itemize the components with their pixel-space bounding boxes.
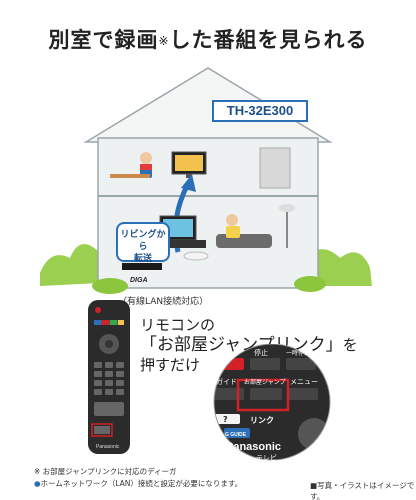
zoom-menu-label: メニュー	[290, 378, 318, 386]
zoom-stop-label: 停止	[254, 348, 268, 357]
photo-note: ■写真・イラストはイメージです。	[310, 481, 415, 500]
man-head	[226, 214, 238, 226]
red-btn	[102, 320, 109, 325]
jump-link-highlight	[91, 423, 113, 437]
headline-line3: 押すだけ	[140, 356, 201, 374]
footnote-2: ●ホームネットワーク（LAN）接続と設定が必要になります。	[34, 478, 242, 490]
footnote-1-mark: ※	[34, 467, 41, 476]
transfer-arrow-head	[181, 174, 196, 192]
house-illustration: DIGA	[40, 67, 372, 294]
yellow-btn	[118, 320, 124, 325]
shelf	[259, 147, 291, 189]
zoom-pause-label: 一時停止	[286, 349, 310, 357]
remote-zoom: 録画 停止 一時停止 ガイド お部屋ジャンプ メニュー ? リンク G GUID…	[213, 344, 331, 462]
transfer-bubble-line2: 転送	[133, 254, 152, 264]
zoom-link-highlight	[236, 378, 290, 412]
footnote-1-text: お部屋ジャンプリンクに対応のディーガ	[40, 467, 177, 476]
zoom-gguide-btn	[224, 428, 250, 438]
recorder-brand: DIGA	[130, 277, 148, 284]
zoom-pause-btn	[286, 358, 316, 370]
child-head	[140, 152, 152, 164]
zoom-jump-label: お部屋ジャンプ	[244, 378, 286, 386]
round-table	[183, 251, 209, 261]
title-mark: ※	[158, 34, 170, 48]
lower-tv-screen	[163, 219, 193, 237]
lower-tv-cabinet	[150, 240, 206, 248]
lamp-shade	[279, 204, 295, 212]
page-title: 別室で録画※した番組を見られる	[0, 24, 416, 54]
dpad-center	[105, 340, 113, 348]
title-before: 別室で録画	[48, 28, 159, 52]
zoom-stop-btn	[250, 358, 280, 370]
footnote-1: ※ お部屋ジャンプリンクに対応のディーガ	[34, 466, 242, 478]
grass-left	[40, 244, 100, 286]
transfer-bubble: リビングから 転送	[116, 222, 170, 264]
upper-tv-stand	[186, 174, 192, 178]
child-shirt	[140, 164, 152, 170]
bush-right	[294, 276, 326, 292]
zoom-rec-btn	[214, 358, 244, 370]
upper-table	[110, 174, 150, 178]
title-after: した番組を見られる	[169, 28, 368, 52]
footnote-2-mark: ●	[34, 479, 41, 488]
power-button	[95, 307, 101, 313]
zoom-border	[213, 344, 331, 461]
green-btn	[110, 320, 117, 325]
zoom-rec-label: 録画	[218, 348, 232, 357]
zoom-product-label: テレビ	[256, 453, 277, 462]
number-keys	[94, 362, 124, 416]
blue-btn	[94, 320, 101, 325]
zoom-brand-label: Panasonic	[226, 441, 281, 453]
zoom-guide-btn	[214, 388, 244, 400]
model-label: TH-32E300	[212, 100, 308, 122]
footnotes: ※ お部屋ジャンプリンクに対応のディーガ ●ホームネットワーク（LAN）接続と設…	[34, 466, 242, 490]
transfer-bubble-line1: リビングから	[120, 230, 166, 252]
zoom-help-btn	[214, 414, 240, 424]
zoom-dpad	[298, 418, 330, 450]
recorder	[122, 263, 162, 270]
headline-line2-small: を	[342, 336, 358, 354]
upper-tv-screen	[175, 155, 203, 171]
remote-control: Panasonic	[88, 300, 130, 454]
zoom-link-label: リンク	[250, 415, 274, 425]
remote-bottom-keys	[94, 426, 110, 434]
zoom-help-label: ?	[223, 415, 228, 424]
sofa	[216, 234, 272, 248]
lan-note: （有線LAN接続対応）	[118, 297, 209, 307]
bush-left	[92, 278, 128, 294]
zoom-jump-btn	[250, 388, 282, 400]
headline-line1: リモコンの	[140, 316, 216, 334]
footnote-2-text: ホームネットワーク（LAN）接続と設定が必要になります。	[40, 479, 243, 488]
lamp-stand	[286, 208, 288, 248]
zoom-gguide-label: G GUIDE	[225, 432, 247, 438]
remote-brand: Panasonic	[96, 444, 120, 450]
zoom-menu-btn	[288, 388, 318, 400]
man-body	[226, 226, 240, 238]
zoom-guide-label: ガイド	[216, 377, 237, 386]
